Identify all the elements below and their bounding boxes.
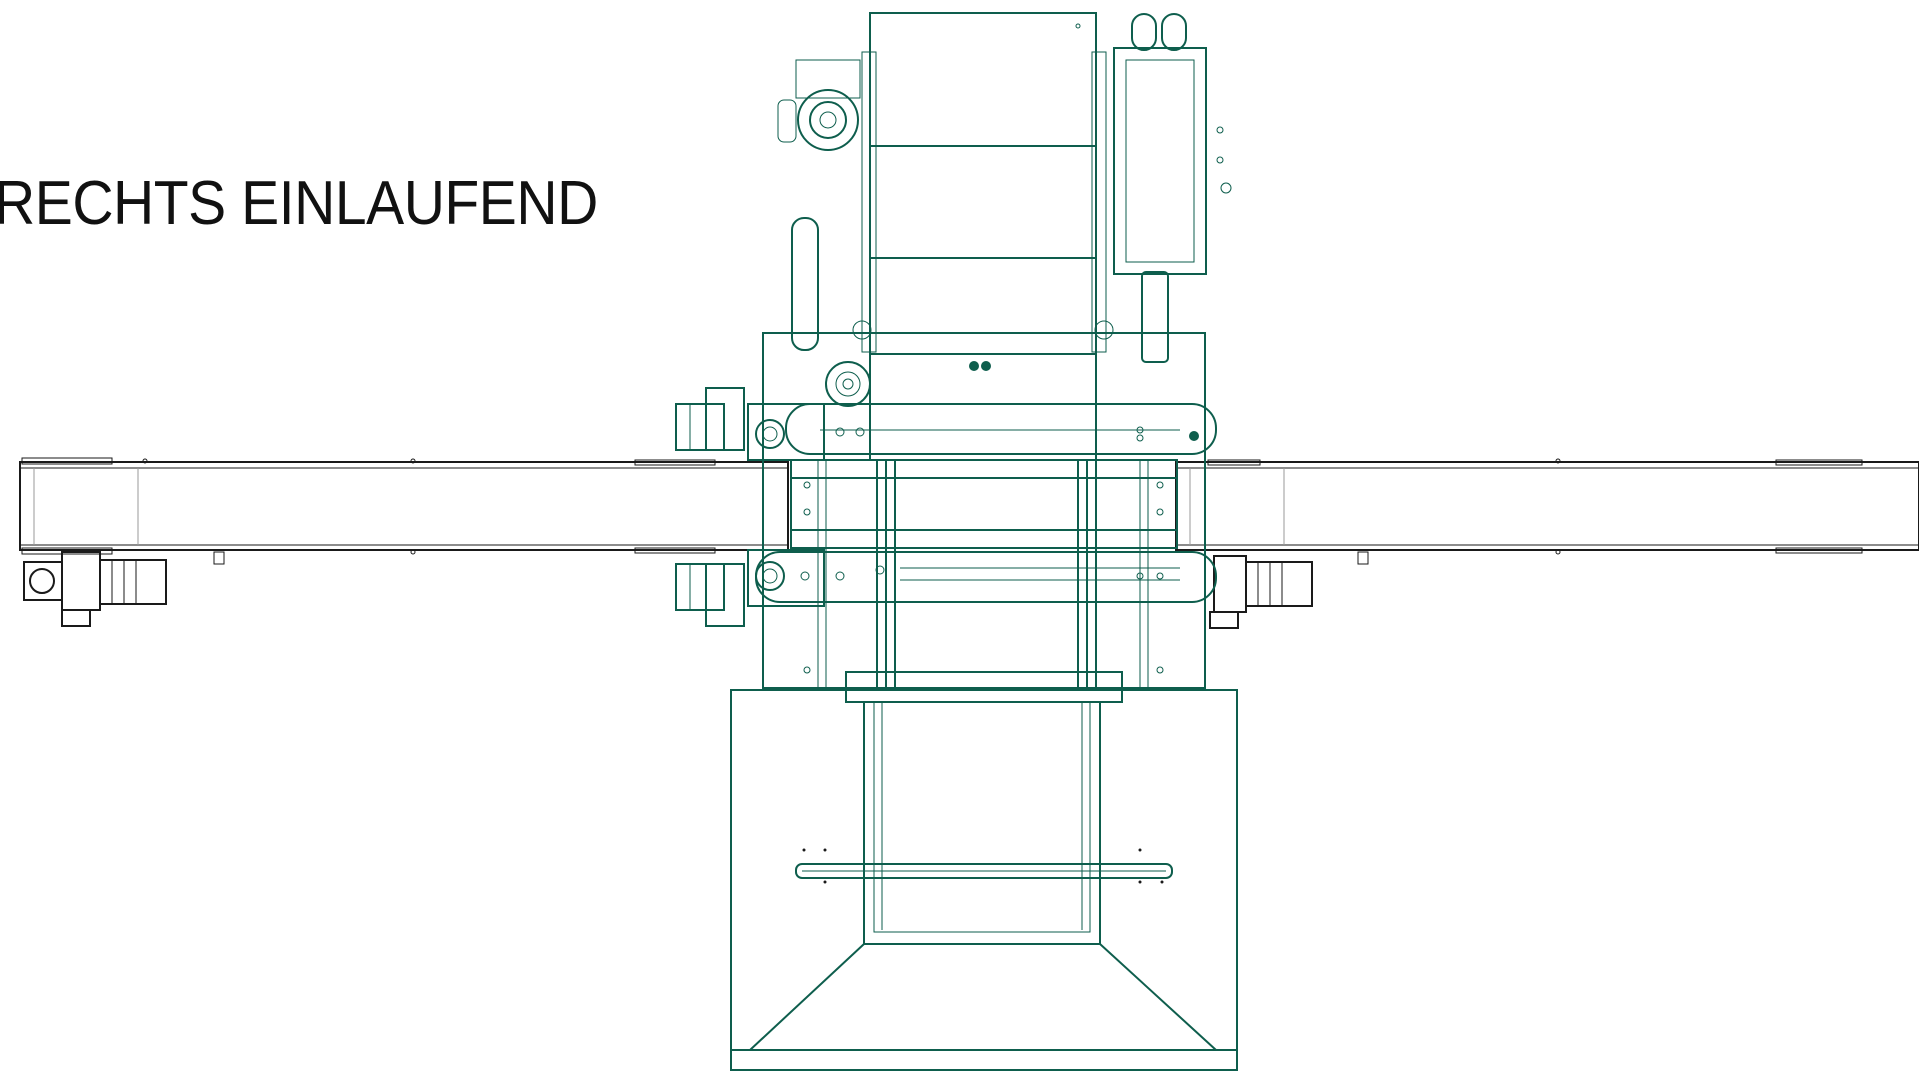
right-conveyor xyxy=(1175,458,1919,565)
upper-left-drive-motor xyxy=(675,387,825,461)
machine-frame xyxy=(762,332,1206,689)
right-conveyor-motor xyxy=(1209,555,1313,629)
left-conveyor-motor xyxy=(23,551,167,627)
pulley xyxy=(825,361,871,407)
main-spindle-motor xyxy=(777,59,861,151)
cutting-head-housing xyxy=(852,12,1114,461)
left-conveyor xyxy=(19,457,789,565)
lower-left-drive-motor xyxy=(675,549,825,627)
lower-chain-guide xyxy=(755,551,1217,603)
upper-chain-guide xyxy=(785,403,1217,455)
drive-belt xyxy=(791,217,1169,363)
direction-label: RECHTS EINLAUFEND xyxy=(0,169,598,238)
crossbar xyxy=(795,848,1173,884)
control-cabinet xyxy=(1113,13,1232,275)
outfeed-hopper xyxy=(730,671,1238,1071)
